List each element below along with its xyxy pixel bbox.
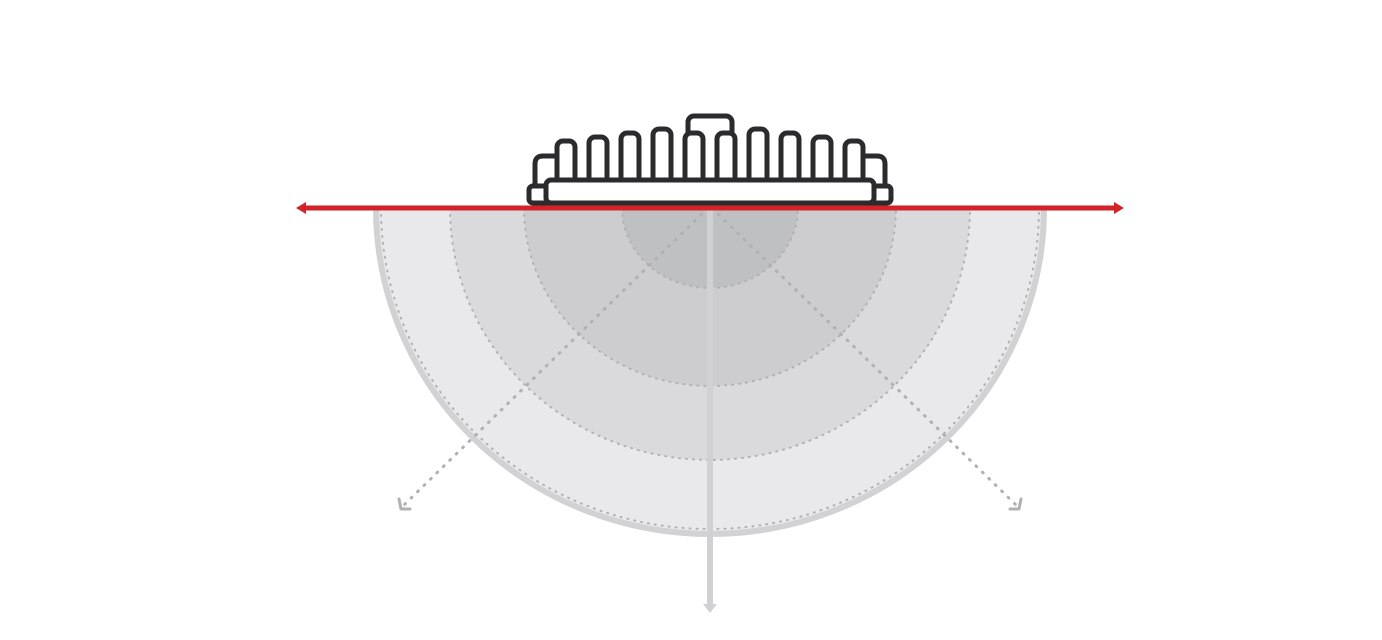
heatsink-fin: [746, 126, 770, 189]
arrow-down-icon: [703, 200, 717, 613]
arrow-down-right-icon: [1008, 497, 1023, 511]
lens-panel: [543, 177, 877, 206]
arrow-down-left-icon: [397, 497, 412, 511]
coverage-ring-second-dotted-edge: [449, 207, 971, 461]
diagonal-guide-right: [710, 206, 1018, 507]
diagonal-guides: [397, 206, 1023, 511]
heatsink-light-fixture-icon: [526, 113, 894, 206]
heatsink-fin: [650, 126, 674, 189]
double-arrow-baseline-icon: [296, 202, 1124, 214]
diagonal-guide-left: [402, 206, 710, 507]
